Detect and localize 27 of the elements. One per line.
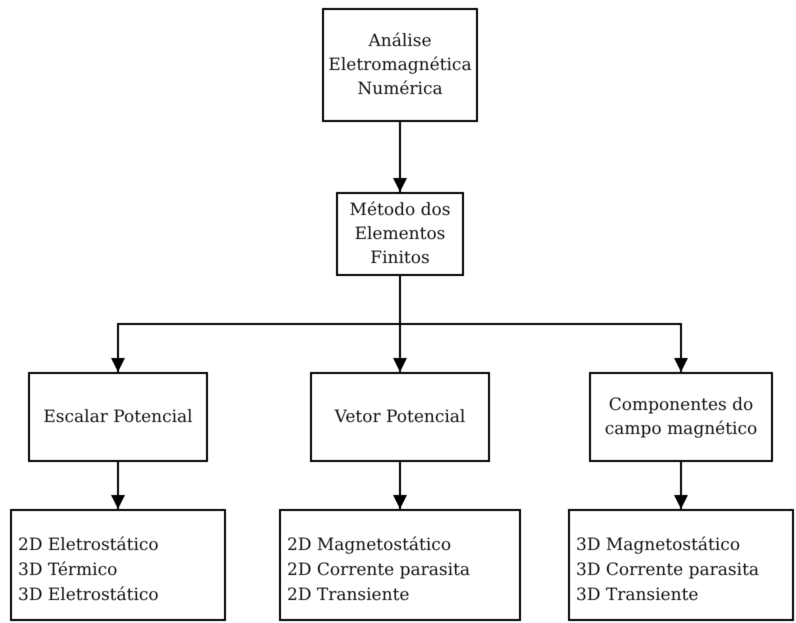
- box-label: Vetor Potencial: [334, 406, 466, 429]
- arrow: [674, 462, 688, 509]
- arrow: [393, 122, 407, 192]
- list-item: 3D Eletrostático: [18, 584, 159, 607]
- arrow: [399, 276, 688, 372]
- arrow: [393, 462, 407, 509]
- box-label: Escalar Potencial: [43, 406, 193, 429]
- list-item: 2D Transiente: [287, 584, 410, 607]
- list-item: 2D Eletrostático: [18, 534, 159, 557]
- process-box: [310, 372, 490, 462]
- list-item: 3D Transiente: [576, 584, 698, 607]
- list-item: 3D Térmico: [18, 559, 118, 582]
- box-label: Método dos Elementos Finitos: [348, 199, 452, 270]
- process-box: [589, 372, 773, 462]
- process-box: [336, 192, 464, 276]
- list-box: [568, 509, 794, 621]
- box-label: Análise Eletromagnética Numérica: [327, 30, 473, 101]
- list-item: 3D Magnetostático: [576, 534, 740, 557]
- list-box: [10, 509, 226, 621]
- process-box: [322, 8, 478, 122]
- list-item: 2D Magnetostático: [287, 534, 452, 557]
- box-label: Componentes do campo magnético: [604, 394, 758, 441]
- arrow: [111, 462, 125, 509]
- list-box: [279, 509, 521, 621]
- list-item: 2D Corrente parasita: [287, 559, 470, 582]
- list-item: 3D Corrente parasita: [576, 559, 760, 582]
- process-box: [28, 372, 208, 462]
